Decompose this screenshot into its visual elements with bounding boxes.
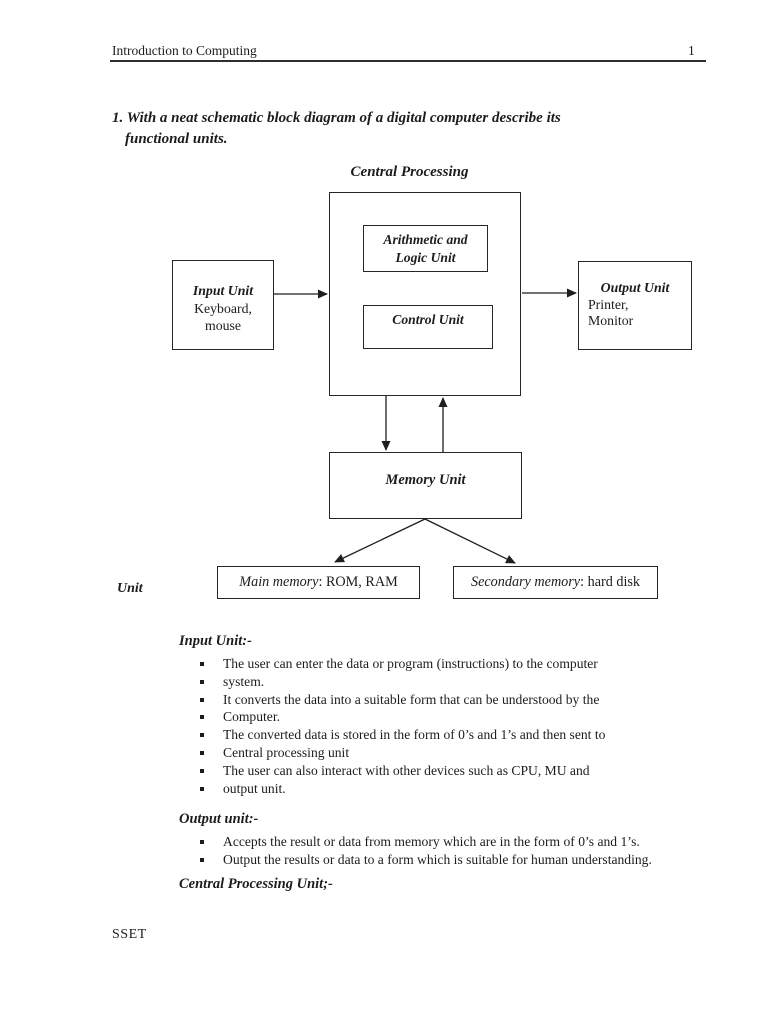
input-unit-box: Input Unit Keyboard, mouse xyxy=(172,260,274,350)
square-bullet-icon xyxy=(200,840,204,844)
header-rule xyxy=(110,60,706,62)
bullet-text: The converted data is stored in the form… xyxy=(223,727,606,743)
arrow-memory-to-secondary-memory xyxy=(424,518,516,564)
alu-label-line-1: Arithmetic and xyxy=(383,232,468,247)
section-heading-input-unit: Input Unit:- xyxy=(179,633,252,649)
input-unit-title: Input Unit xyxy=(192,283,254,298)
unit-stray-label: Unit xyxy=(117,581,143,596)
bullet-item: Accepts the result or data from memory w… xyxy=(179,833,739,851)
bullet-item: system. xyxy=(179,673,739,691)
question-text: 1. With a neat schematic block diagram o… xyxy=(112,108,652,150)
bullet-text: Computer. xyxy=(223,709,281,725)
square-bullet-icon xyxy=(200,857,204,862)
square-bullet-icon xyxy=(200,715,204,720)
control-unit-box: Control Unit xyxy=(363,305,493,349)
main-memory-label-rest: : ROM, RAM xyxy=(318,574,398,590)
bullet-item: Computer. xyxy=(179,708,739,726)
bullet-text: The user can also interact with other de… xyxy=(223,762,590,778)
section-output-unit: Output unit:- Accepts the result or data… xyxy=(179,810,739,869)
alu-label-line-2: Logic Unit xyxy=(395,249,456,265)
bullet-item: The user can also interact with other de… xyxy=(179,762,739,780)
square-bullet-icon xyxy=(200,733,204,738)
bullet-text: The user can enter the data or program (… xyxy=(223,656,598,671)
bullet-item: output unit. xyxy=(179,780,739,798)
question-line-2: functional units. xyxy=(125,131,228,147)
control-unit-label: Control Unit xyxy=(392,312,464,327)
bullet-text: Accepts the result or data from memory w… xyxy=(223,834,640,849)
memory-unit-label: Memory Unit xyxy=(385,472,466,488)
bullet-item: The user can enter the data or program (… xyxy=(179,655,739,673)
output-unit-title: Output Unit xyxy=(600,280,670,295)
section-heading-output-unit: Output unit:- xyxy=(179,811,259,827)
bullet-text: system. xyxy=(223,673,265,689)
square-bullet-icon xyxy=(200,786,204,791)
main-memory-label-italic: Main memory xyxy=(239,574,319,590)
output-unit-bullet-list: Accepts the result or data from memory w… xyxy=(179,833,739,869)
header-page-number: 1 xyxy=(688,43,695,58)
secondary-memory-label-italic: Secondary memory xyxy=(470,574,581,590)
input-unit-device-1: Keyboard, xyxy=(194,300,252,316)
section-heading-central-processing-unit: Central Processing Unit;- xyxy=(179,876,333,892)
bullet-text: Central processing unit xyxy=(223,744,350,760)
section-central-processing-unit: Central Processing Unit;- xyxy=(179,875,739,893)
output-unit-box: Output Unit Printer, Monitor xyxy=(578,261,692,350)
bullet-text: It converts the data into a suitable for… xyxy=(223,691,600,707)
memory-unit-box: Memory Unit xyxy=(329,452,522,519)
cpu-outer-box xyxy=(329,192,521,396)
question-line-1: 1. With a neat schematic block diagram o… xyxy=(112,110,561,126)
bullet-item: It converts the data into a suitable for… xyxy=(179,691,739,709)
input-unit-bullet-list: The user can enter the data or program (… xyxy=(179,655,739,797)
square-bullet-icon xyxy=(200,750,204,755)
bullet-item: The converted data is stored in the form… xyxy=(179,726,739,744)
footer-text: SSET xyxy=(112,927,147,942)
square-bullet-icon xyxy=(200,662,204,666)
square-bullet-icon xyxy=(200,679,204,684)
bullet-text: output unit. xyxy=(223,780,286,796)
output-unit-device-1: Printer, xyxy=(588,296,629,312)
square-bullet-icon xyxy=(200,697,204,702)
header-title: Introduction to Computing xyxy=(112,43,257,58)
bullet-item: Output the results or data to a form whi… xyxy=(179,851,739,869)
arrow-memory-to-main-memory xyxy=(334,518,426,563)
section-input-unit: Input Unit:- The user can enter the data… xyxy=(179,632,739,797)
output-unit-device-2: Monitor xyxy=(588,313,634,328)
diagram-title-central-processing: Central Processing xyxy=(350,164,469,180)
square-bullet-icon xyxy=(200,768,204,773)
secondary-memory-box: Secondary memory: hard disk xyxy=(453,566,658,599)
bullet-text: Output the results or data to a form whi… xyxy=(223,851,652,867)
alu-box: Arithmetic and Logic Unit xyxy=(363,225,488,272)
input-unit-device-2: mouse xyxy=(204,318,242,333)
bullet-item: Central processing unit xyxy=(179,744,739,762)
main-memory-box: Main memory: ROM, RAM xyxy=(217,566,420,599)
secondary-memory-label-rest: : hard disk xyxy=(580,574,641,590)
